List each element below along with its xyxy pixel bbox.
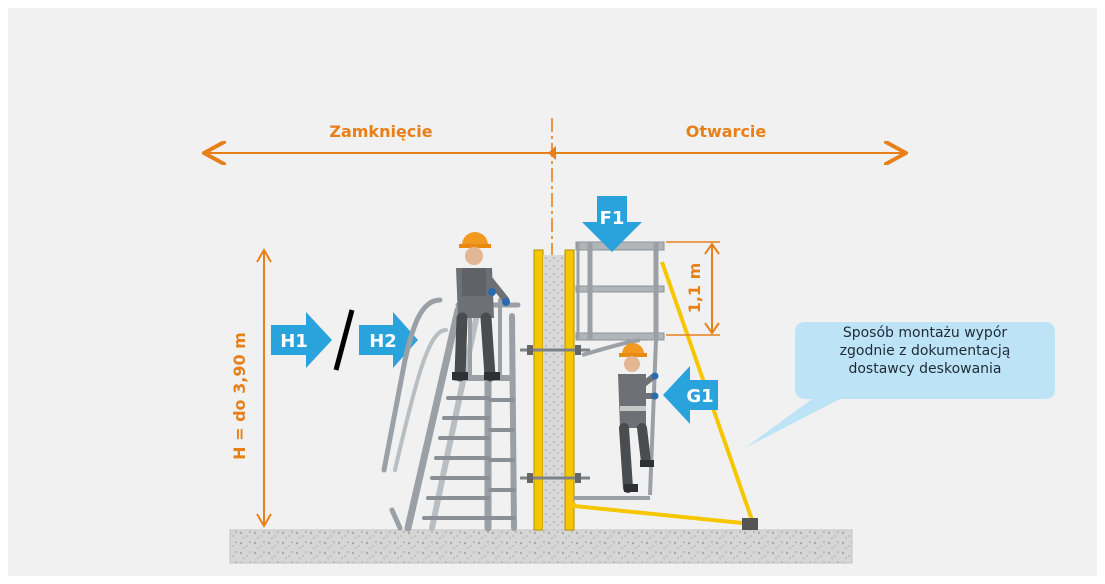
f1-label: F1 [600,208,625,229]
g1-label: G1 [686,386,713,407]
formwork-wall-icon [520,249,590,531]
closing-label: Zamknięcie [329,122,432,141]
f1-force-arrow: F1 [582,196,642,252]
callout-line-3: dostawcy deskowania [848,361,1002,377]
height-label: H = do 3,90 m [230,332,249,460]
slash-divider [333,309,355,371]
railing-height-dimension [666,241,720,336]
h1-force-arrow: H1 [271,312,332,368]
h2-force-arrow: H2 [359,312,418,368]
callout-text: Sposób montażu wypór zgodnie z dokumenta… [795,324,1055,378]
worker-on-ladder-icon [452,232,510,382]
g1-force-arrow: G1 [663,366,718,424]
opening-label: Otwarcie [686,122,767,141]
callout-line-1: Sposób montażu wypór [842,325,1008,341]
railing-height-label: 1,1 m [685,263,704,314]
callout-line-2: zgodnie z dokumentacją [839,343,1011,359]
stepladder-icon [381,297,521,532]
callout-bubble [745,322,1055,448]
h2-label: H2 [369,331,397,352]
height-dimension-arrow [256,248,272,528]
worker-climbing-icon [618,343,659,493]
ground-slab [229,529,853,564]
h1-label: H1 [280,331,308,352]
